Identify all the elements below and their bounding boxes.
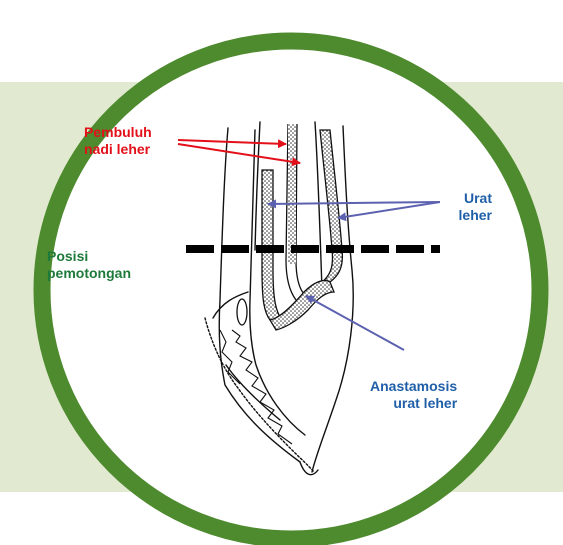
label-urat-leher: Urat leher [453,190,492,224]
label-anastamosis-urat-leher: Anastamosis urat leher [370,378,457,412]
carotid-artery-fill [288,124,296,264]
label-anastamosis-line1: Anastamosis [370,378,457,395]
label-posisi-line1: Posisi [47,248,131,265]
label-pembuluh-line2: nadi leher [84,141,152,158]
label-posisi-pemotongan: Posisi pemotongan [47,248,131,282]
label-pembuluh-nadi-leher: Pembuluh nadi leher [84,124,152,158]
label-posisi-line2: pemotongan [47,265,131,282]
label-urat-line2: leher [453,207,492,224]
label-pembuluh-line1: Pembuluh [84,124,152,141]
label-urat-line1: Urat [453,190,492,207]
label-anastamosis-line2: urat leher [370,395,457,412]
